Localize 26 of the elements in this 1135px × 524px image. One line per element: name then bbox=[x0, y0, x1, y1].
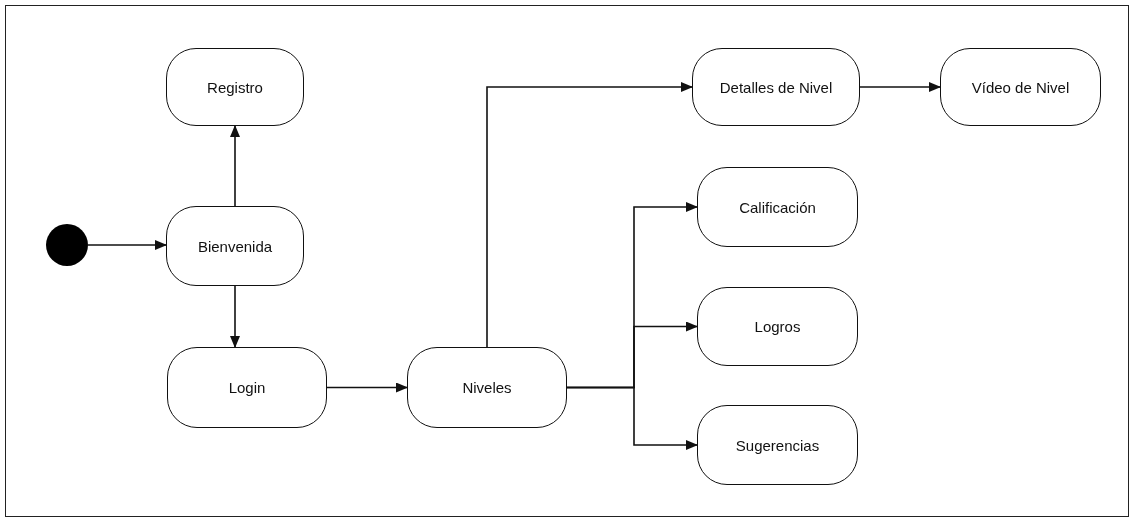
state-box bbox=[697, 405, 858, 485]
state-label: Sugerencias bbox=[734, 436, 821, 454]
state-label: Login bbox=[227, 379, 267, 396]
arrow bbox=[87, 240, 167, 250]
state-label: Detalles de Nivel bbox=[718, 78, 834, 96]
state-box bbox=[166, 48, 304, 126]
arrow bbox=[486, 82, 693, 348]
state-box bbox=[697, 167, 858, 247]
state-label: Logros bbox=[753, 318, 802, 335]
state-label: Calificación bbox=[738, 198, 817, 216]
state-label: Bienvenida bbox=[196, 237, 274, 255]
state-box bbox=[692, 48, 860, 126]
state-box bbox=[407, 347, 567, 428]
arrow bbox=[566, 386, 698, 450]
state-label: Registro bbox=[206, 78, 264, 96]
state-label: Vídeo de Nivel bbox=[970, 78, 1071, 96]
state-box bbox=[697, 287, 858, 366]
start-node bbox=[46, 224, 88, 266]
arrow bbox=[230, 125, 240, 207]
state-box bbox=[166, 206, 304, 286]
state-box bbox=[940, 48, 1101, 126]
arrow bbox=[326, 382, 408, 393]
arrow bbox=[859, 82, 941, 92]
state-box bbox=[167, 347, 327, 428]
arrow bbox=[230, 285, 240, 348]
state-label: Niveles bbox=[461, 379, 513, 396]
